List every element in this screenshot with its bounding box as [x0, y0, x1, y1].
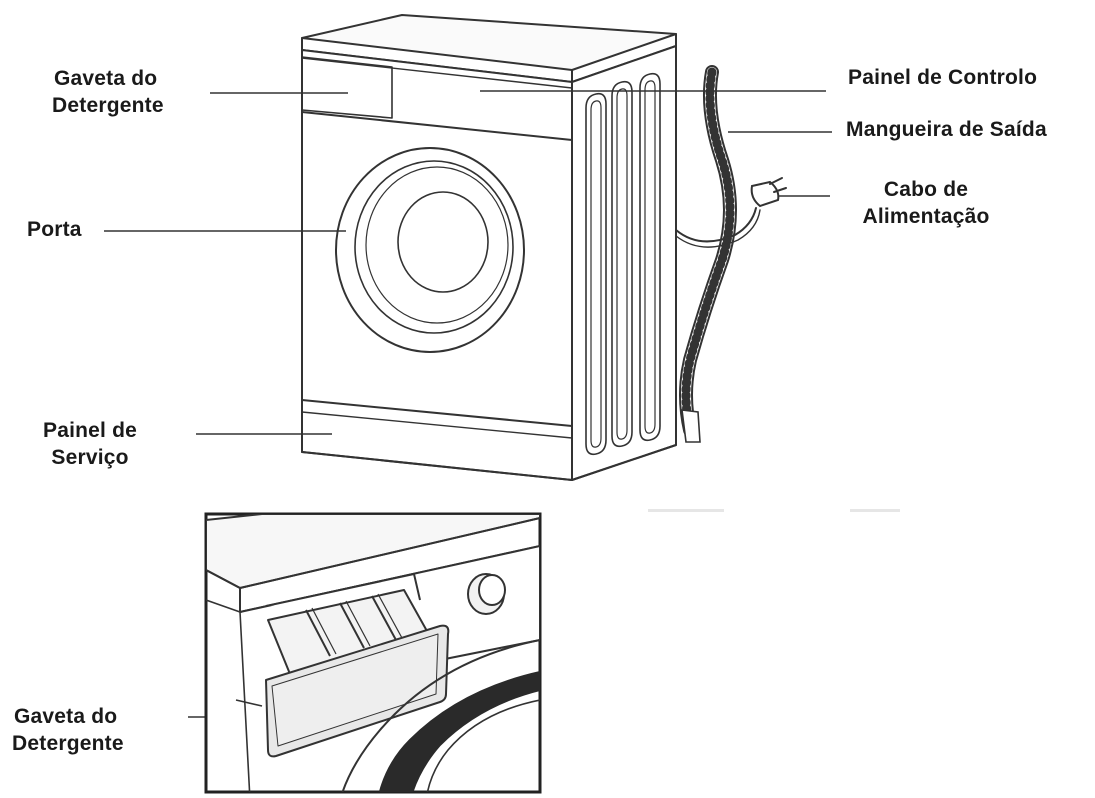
side-rib-3 [639, 72, 661, 442]
faded-marks [648, 509, 900, 512]
control-panel [301, 111, 573, 141]
label-painel-de-controlo: Painel de Controlo [848, 66, 1038, 89]
washing-machine [301, 14, 677, 481]
detergent-drawer-front [301, 56, 393, 119]
label-gaveta-detergente-bottom: Gaveta do Detergente [12, 705, 124, 755]
label-porta: Porta [27, 218, 82, 241]
label-gaveta-detergente-top: Gaveta do Detergente [52, 67, 164, 117]
door-outer [335, 147, 525, 353]
label-mangueira-de-saida: Mangueira de Saída [846, 118, 1047, 141]
label-cabo-de-alimentacao: Cabo de Alimentação [862, 178, 990, 228]
detergent-drawer-detail [204, 512, 542, 794]
service-panel [301, 399, 573, 427]
power-cable [675, 177, 787, 248]
door-ring-dark [378, 671, 540, 792]
drain-hose [679, 65, 737, 443]
label-painel-de-servico: Painel de Serviço [42, 419, 137, 469]
side-rib-1 [585, 92, 607, 456]
side-rib-2 [611, 80, 633, 448]
plug-icon [750, 180, 780, 208]
door-glass [397, 191, 489, 293]
